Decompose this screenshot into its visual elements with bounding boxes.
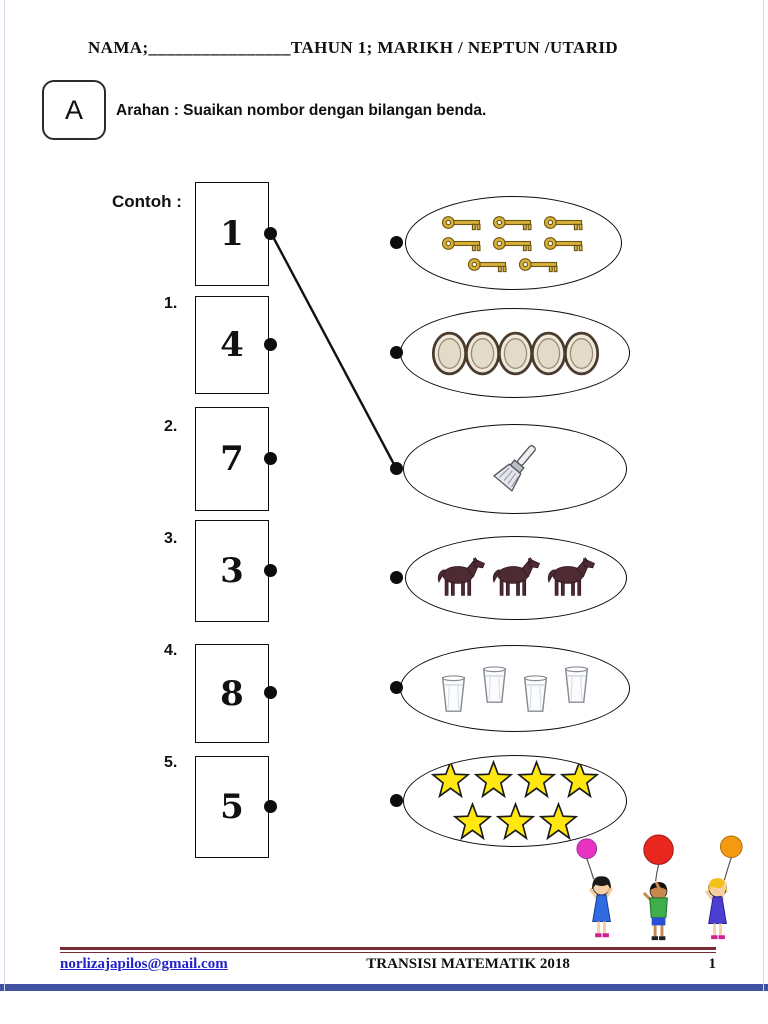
footer-title: TRANSISI MATEMATIK 2018: [366, 956, 570, 972]
key-icon: [491, 214, 536, 231]
child-girl-left: [589, 876, 613, 938]
object-dot[interactable]: [390, 793, 403, 807]
number-box: 3: [195, 520, 269, 622]
key-icon: [517, 256, 562, 273]
key-icon: [542, 235, 587, 252]
child-boy-middle: [643, 881, 668, 941]
item-number-label: 3.: [164, 530, 178, 547]
key-icon: [491, 235, 536, 252]
object-dot[interactable]: [390, 681, 403, 694]
key-icon: [440, 235, 485, 252]
cup-icon: [480, 665, 509, 704]
cup-icon: [439, 674, 468, 713]
number-box: 1: [195, 182, 269, 286]
number-value: 7: [220, 439, 244, 479]
object-dot[interactable]: [390, 235, 403, 249]
number-dot[interactable]: [264, 799, 277, 813]
key-icon: [440, 214, 485, 231]
star-icon: [559, 759, 600, 801]
horse-icon: [544, 556, 599, 600]
number-value: 4: [220, 325, 244, 365]
child-girl-right: [705, 878, 728, 940]
item-number-label: 5.: [164, 754, 178, 771]
coin-icon: [431, 331, 468, 376]
section-a-label: A: [64, 94, 83, 125]
number-box: 4: [195, 296, 269, 394]
star-icon: [538, 801, 579, 843]
number-value: 3: [220, 551, 244, 591]
children-illustration: [570, 834, 752, 950]
coin-icon: [497, 331, 534, 376]
page-bottom-border: [0, 984, 768, 991]
key-icon: [542, 214, 587, 231]
cup-icon: [562, 665, 591, 704]
item-number-label: 4.: [164, 642, 178, 659]
header-text: NAMA;________________TAHUN 1; MARIKH / N…: [88, 38, 619, 57]
footer-page-number: 1: [708, 956, 717, 972]
number-value: 8: [220, 673, 244, 714]
star-icon: [430, 759, 471, 801]
page-left-border: [4, 0, 5, 991]
number-dot[interactable]: [264, 563, 277, 577]
object-oval-keys: [405, 196, 622, 290]
number-value: 5: [220, 787, 244, 827]
object-dot[interactable]: [390, 461, 403, 475]
number-box: 5: [195, 756, 269, 858]
object-oval-coins: [400, 308, 630, 398]
instruction-text: Arahan : Suaikan nombor dengan bilangan …: [116, 102, 487, 119]
object-oval-horses: [405, 536, 627, 620]
example-label: Contoh :: [112, 192, 182, 211]
coin-icon: [464, 331, 501, 376]
number-dot[interactable]: [264, 451, 277, 465]
item-number-label: 1.: [164, 295, 178, 312]
coin-icon: [563, 331, 600, 376]
number-dot[interactable]: [264, 226, 277, 240]
coin-icon: [530, 331, 567, 376]
horse-icon: [489, 556, 544, 600]
object-oval-brush: [403, 424, 627, 514]
footer-divider: [60, 947, 716, 953]
key-icon: [466, 256, 511, 273]
star-icon: [473, 759, 514, 801]
brush-icon: [485, 439, 545, 499]
object-oval-stars: [403, 755, 627, 847]
star-icon: [495, 801, 536, 843]
footer: norlizajapilos@gmail.com TRANSISI MATEMA…: [60, 947, 716, 973]
horse-icon: [434, 556, 489, 600]
number-value: 1: [220, 214, 244, 254]
footer-email-link[interactable]: norlizajapilos@gmail.com: [60, 956, 228, 972]
object-oval-cups: [400, 645, 630, 732]
object-dot[interactable]: [390, 570, 403, 584]
number-dot[interactable]: [264, 337, 277, 351]
number-dot[interactable]: [264, 686, 277, 699]
number-box: 7: [195, 407, 269, 511]
star-icon: [452, 801, 493, 843]
section-a-box: A: [42, 80, 106, 140]
balloons-icon: [576, 834, 743, 882]
cup-icon: [521, 674, 550, 713]
object-dot[interactable]: [390, 345, 403, 359]
page-right-border: [763, 0, 764, 991]
item-number-label: 2.: [164, 418, 178, 435]
star-icon: [516, 759, 557, 801]
number-box: 8: [195, 644, 269, 743]
